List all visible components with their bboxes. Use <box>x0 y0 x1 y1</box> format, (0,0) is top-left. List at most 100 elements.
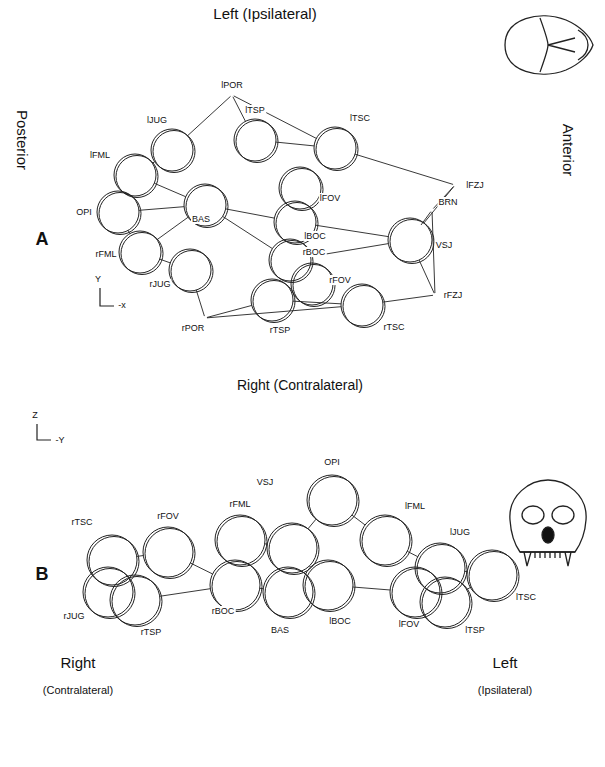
confidence-circle <box>268 238 312 282</box>
confidence-circle <box>419 576 471 628</box>
landmark-link <box>355 154 453 184</box>
panel-letter: B <box>36 565 49 585</box>
landmark-point: BRN <box>430 208 434 212</box>
landmark-label: rJUG <box>63 611 86 621</box>
circle-outline <box>217 517 267 567</box>
circle-outline <box>121 233 163 275</box>
landmark-point: rFZJ <box>433 293 437 297</box>
confidence-circle <box>214 514 266 566</box>
orientation-label: Left (Ipsilateral) <box>213 6 316 23</box>
landmark-circle: OPI <box>96 190 140 234</box>
circle-outline <box>253 281 295 323</box>
landmark-link <box>353 587 390 590</box>
landmark-label: lFML <box>89 150 111 160</box>
landmark-circle: lJUG <box>150 128 194 172</box>
landmark-circle: OPI <box>306 474 358 526</box>
landmark-circle: lFOV <box>389 566 441 618</box>
skull-front-view <box>510 480 586 566</box>
landmark-link <box>223 216 273 248</box>
landmark-label: rTSC <box>71 517 94 527</box>
landmark-circle: lTSP <box>233 118 277 162</box>
axis-label: -x <box>118 301 126 311</box>
landmark-link <box>196 290 204 316</box>
landmark-circle: rFOV <box>290 262 334 306</box>
confidence-circle <box>340 283 384 327</box>
landmark-link <box>187 96 230 135</box>
orientation-label: (Ipsilateral) <box>478 684 532 696</box>
landmark-circle: lTSP <box>419 576 471 628</box>
landmark-label: rTSP <box>140 627 163 637</box>
landmark-label: lFOV <box>319 193 342 203</box>
confidence-circle <box>306 474 358 526</box>
landmark-label: lJUG <box>146 115 168 125</box>
landmark-label: rFZJ <box>443 290 464 300</box>
landmark-label: BRN <box>437 197 458 207</box>
landmark-label: OPI <box>75 207 93 217</box>
landmark-label: rTSC <box>383 322 406 332</box>
confidence-circle <box>142 526 194 578</box>
landmark-link <box>432 212 435 293</box>
landmark-point: rPOR <box>203 316 207 320</box>
orientation-label: Right <box>60 655 95 672</box>
landmark-link <box>157 217 188 239</box>
confidence-circle <box>118 230 162 274</box>
circle-outline <box>269 525 319 575</box>
landmark-link <box>207 307 341 318</box>
confidence-circle <box>233 118 277 162</box>
landmark-label: rFOV <box>328 275 352 285</box>
circle-outline <box>281 169 323 211</box>
confidence-circle <box>359 514 411 566</box>
confidence-circle <box>250 278 294 322</box>
landmark-label: rJUG <box>149 279 172 289</box>
landmark-label: rPOR <box>181 323 206 333</box>
landmark-circle: rJUG <box>82 566 134 618</box>
landmark-link <box>419 260 434 293</box>
circle-outline <box>89 537 139 587</box>
landmark-link <box>190 563 212 574</box>
circle-outline <box>236 121 278 163</box>
landmark-label: lFML <box>404 501 426 511</box>
landmark-circle: rFML <box>118 230 162 274</box>
landmark-label: lJUG <box>449 527 471 537</box>
landmark-label: VSJ <box>256 477 275 487</box>
confidence-circle <box>302 559 354 611</box>
landmark-label: BAS <box>191 214 211 224</box>
landmark-link <box>226 209 275 218</box>
landmark-label: BAS <box>270 625 290 635</box>
landmark-link <box>308 519 316 529</box>
confidence-circle <box>313 126 357 170</box>
circle-outline <box>145 529 195 579</box>
landmark-circle: rBOC <box>209 559 261 611</box>
circle-outline <box>362 517 412 567</box>
landmark-link <box>160 589 211 597</box>
landmark-point: lPOR <box>230 93 234 97</box>
confidence-circle <box>168 248 212 292</box>
landmark-circle: rTSP <box>109 574 161 626</box>
confidence-circle <box>389 566 441 618</box>
landmark-circle: VSJ <box>387 217 433 263</box>
landmark-label: VSJ <box>435 240 454 250</box>
orientation-label: Anterior <box>560 124 577 177</box>
circle-outline <box>186 186 228 228</box>
landmark-link <box>276 142 314 146</box>
landmark-link <box>383 295 433 302</box>
confidence-circle <box>466 549 518 601</box>
landmark-link <box>234 96 317 138</box>
confidence-circle <box>113 153 157 197</box>
circle-outline <box>469 552 519 602</box>
landmark-circle: rFML <box>214 514 266 566</box>
landmark-label: lFZJ <box>465 180 485 190</box>
landmark-circle: rBOC <box>268 238 312 282</box>
orientation-label: (Contralateral) <box>43 684 113 696</box>
landmark-label: rBOC <box>302 247 327 257</box>
landmark-circle: lFML <box>113 153 157 197</box>
landmark-label: lBOC <box>328 616 352 626</box>
landmark-circle: lTSC <box>466 549 518 601</box>
landmark-link <box>154 183 185 196</box>
circle-outline <box>392 569 442 619</box>
orientation-label: Left <box>492 655 517 672</box>
landmark-label: rBOC <box>211 606 236 616</box>
landmark-label: rFML <box>229 499 252 509</box>
circle-outline <box>390 220 434 264</box>
landmark-label: lFOV <box>398 619 421 629</box>
